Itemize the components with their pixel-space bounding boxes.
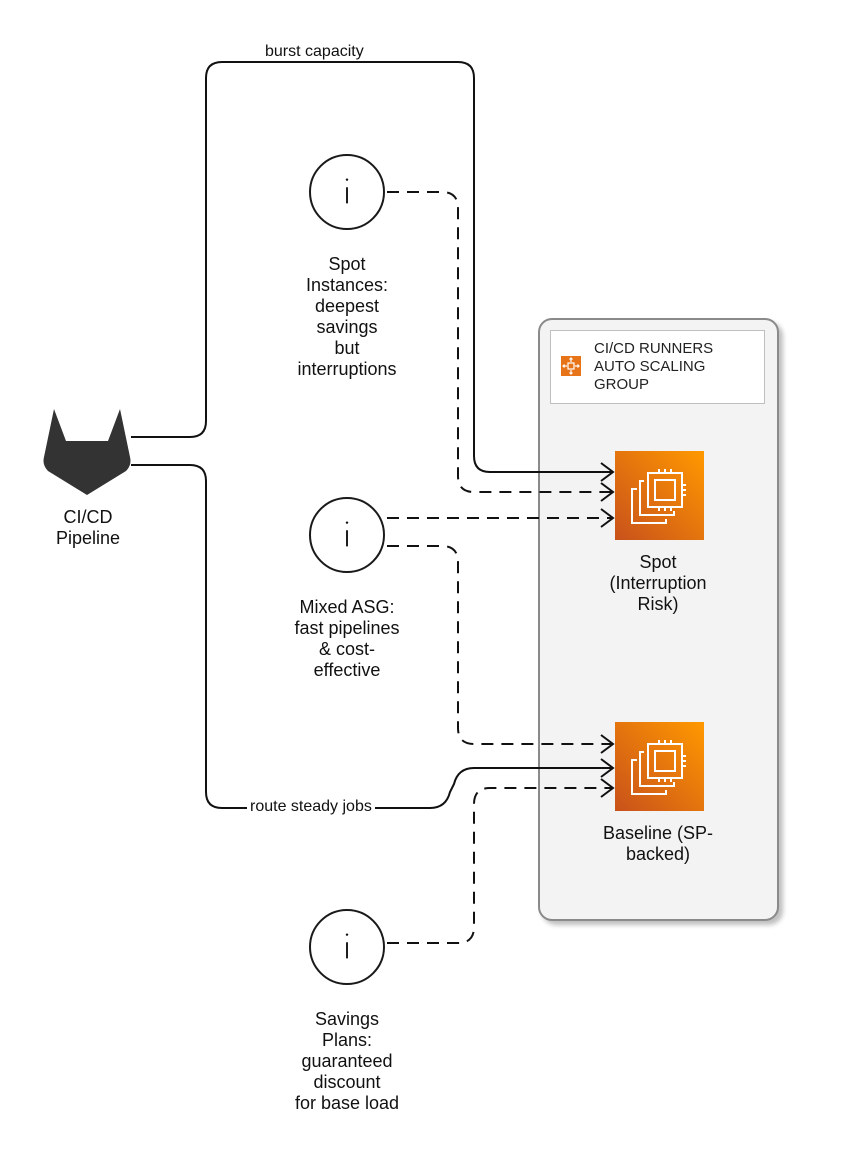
auto-scaling-icon: [561, 356, 581, 376]
baseline-label: Baseline (SP- backed): [602, 823, 714, 864]
spot-label: Spot (Interruption Risk): [609, 552, 707, 614]
group-title: CI/CD RUNNERS AUTO SCALING GROUP: [594, 340, 714, 393]
info-icon: [309, 909, 385, 985]
edge-savings-base: [387, 787, 612, 944]
edge-label-burst: burst capacity: [262, 43, 367, 61]
edge-mixed-base: [387, 545, 612, 745]
info-icon: [309, 497, 385, 573]
group-header: [550, 330, 765, 404]
info-icon: [309, 154, 385, 230]
pipeline-label: CI/CD Pipeline: [55, 507, 121, 548]
auto-scaling-group: [538, 318, 779, 921]
edge-spot-note: [387, 191, 612, 493]
arrowheads: [600, 462, 615, 798]
edge-label-steady: route steady jobs: [247, 798, 375, 816]
ec2-instances-icon: [615, 722, 704, 811]
edge-burst: [131, 61, 612, 473]
gitlab-fox-icon: [43, 409, 131, 495]
mixed-note: Mixed ASG: fast pipelines & cost- effect…: [294, 597, 400, 680]
savings-note: Savings Plans: guaranteed discount for b…: [294, 1009, 400, 1113]
ec2-instances-icon: [615, 451, 704, 540]
spot-note: Spot Instances: deepest savings but inte…: [297, 254, 397, 379]
